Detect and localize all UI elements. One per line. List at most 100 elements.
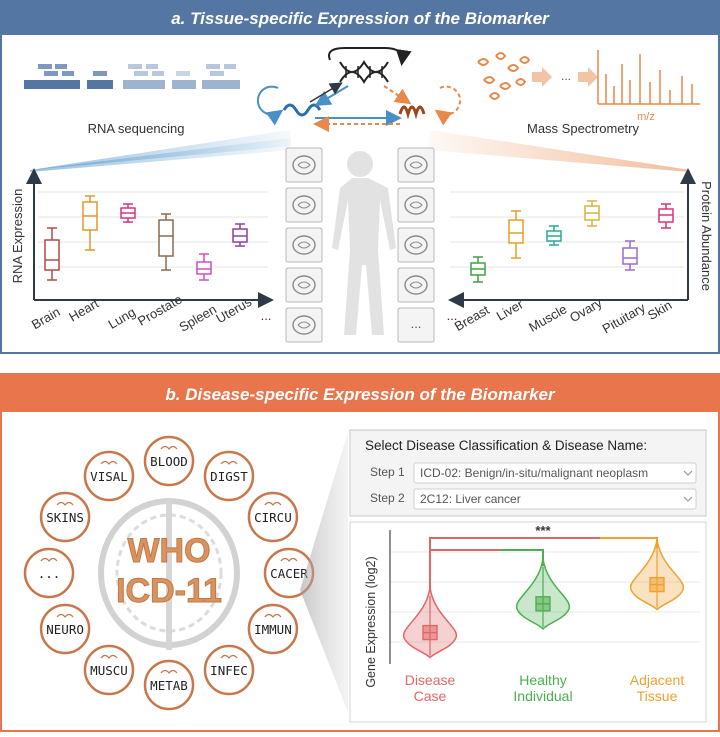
group-label-line2: Case: [414, 688, 447, 704]
who-text: WHO: [127, 532, 210, 570]
stomach-icon: [397, 187, 435, 223]
step1-dropdown[interactable]: ICD-02: Benign/in-situ/malignant neoplas…: [413, 462, 697, 484]
panel-b-title: b. Disease-specific Expression of the Bi…: [165, 385, 556, 404]
panel-a-title: a. Tissue-specific Expression of the Bio…: [171, 9, 550, 28]
rna-gridlines: [38, 191, 268, 268]
rna-sequencing-label: RNA sequencing: [88, 121, 185, 136]
icd-category-skins[interactable]: SKINS: [39, 491, 91, 543]
intestine-icon: [285, 227, 323, 263]
step2-value: 2C12: Liver cancer: [420, 492, 521, 506]
more-organs-tile: ...: [397, 307, 435, 343]
icd-category-visal[interactable]: VISAL: [83, 450, 135, 502]
icd-category-blood[interactable]: BLOOD: [143, 435, 195, 487]
boxplot-prostate: [158, 213, 174, 271]
disease-selector-panel: Select Disease Classification & Disease …: [349, 429, 707, 517]
brain-icon: [285, 147, 323, 183]
boxplot-brain: [44, 227, 60, 281]
icd-category-label: INFEC: [210, 663, 248, 678]
group-label-line2: Tissue: [637, 688, 678, 704]
protein-funnel: [428, 130, 690, 172]
icd-category-infec[interactable]: INFEC: [203, 644, 255, 696]
ms-ellipsis: ...: [561, 69, 571, 83]
more-organs-label: ...: [411, 316, 422, 331]
peptide-fragments-graphic: [477, 52, 531, 100]
icd-category-label: ...: [38, 566, 61, 581]
boxplot-pituitary: [622, 240, 638, 271]
rna-funnel-fill: [30, 130, 292, 172]
icd11-text: ICD-11: [116, 572, 222, 610]
boxplot-ovary: [584, 200, 600, 227]
boxplot-breast: [470, 256, 486, 283]
dna-icon: [328, 47, 412, 84]
group-label-line1: Adjacent: [630, 672, 685, 688]
icd-category-digst[interactable]: DIGST: [203, 450, 255, 502]
panel-b-header: [1, 374, 719, 412]
rna-icon: [256, 85, 322, 126]
group-label-line1: Disease: [405, 672, 456, 688]
group-label-line1: Healthy: [519, 672, 566, 688]
group-label-line2: Individual: [513, 688, 572, 704]
boxplot-muscle: [546, 225, 562, 246]
panel-b: b. Disease-specific Expression of the Bi…: [0, 373, 720, 732]
icd-category-cacer[interactable]: CACER: [263, 547, 315, 599]
boxplot-spleen: [196, 253, 212, 281]
box: [158, 219, 174, 257]
violin-disease: [402, 587, 458, 659]
boxplot-heart: [82, 195, 98, 251]
icd-category-muscu[interactable]: MUSCU: [83, 644, 135, 696]
chevron-down-icon: [683, 470, 693, 476]
violin-healthy: [515, 558, 571, 630]
panel-a: a. Tissue-specific Expression of the Bio…: [0, 0, 720, 354]
violins: [402, 537, 685, 659]
significance-marker: ***: [535, 523, 551, 538]
icd-category-label: MUSCU: [90, 663, 128, 678]
violin-ylabel: Gene Expression (log2): [364, 556, 378, 687]
icd-category-label: CACER: [270, 566, 308, 581]
icd-category-label: VISAL: [90, 469, 128, 484]
protein-ylabel: Protein Abundance: [699, 181, 714, 291]
boxplot-uterus: [232, 223, 248, 247]
icd-category-label: NEURO: [46, 622, 84, 637]
rna-ylabel: RNA Expression: [10, 189, 25, 284]
who-emblem: WHO ICD-11: [98, 498, 240, 650]
icd-category-more[interactable]: ...: [23, 547, 75, 599]
icd-category-label: METAB: [150, 678, 188, 693]
icd-category-immun[interactable]: IMMUN: [247, 603, 299, 655]
violin-gridlines: [390, 551, 700, 643]
ms-axis-label: m/z: [637, 111, 655, 123]
lung-icon: [397, 147, 435, 183]
uterus-icon: [397, 267, 435, 303]
human-body-silhouette: [332, 151, 396, 335]
liver-icon: [285, 187, 323, 223]
central-dogma-graphic: [256, 47, 462, 132]
boxplot-liver: [508, 210, 524, 259]
icd-category-neuro[interactable]: NEURO: [39, 603, 91, 655]
box: [44, 239, 60, 271]
chevron-down-icon: [683, 496, 693, 502]
icd-category-circu[interactable]: CIRCU: [247, 491, 299, 543]
organ-icons: ...: [285, 147, 435, 343]
callout-wedge: [300, 432, 348, 712]
step2-label: Step 2: [370, 491, 405, 505]
box: [622, 247, 638, 265]
protein-ellipsis: ...: [447, 308, 458, 323]
panel-a-header: [1, 1, 719, 35]
mass-spectrum: [597, 50, 700, 105]
boxplot-lung: [120, 203, 136, 223]
step1-label: Step 1: [370, 465, 405, 479]
rna-boxplots: [44, 195, 248, 281]
selector-title: Select Disease Classification & Disease …: [365, 438, 647, 453]
fragment-arrows: [532, 67, 598, 87]
icd-category-metab[interactable]: METAB: [143, 659, 195, 711]
muscle-icon: [285, 307, 323, 343]
protein-boxplots: [470, 200, 674, 283]
step2-dropdown[interactable]: 2C12: Liver cancer: [413, 488, 697, 510]
icd-category-label: BLOOD: [150, 454, 188, 469]
mass-spectrometry-label: Mass Spectrometry: [527, 121, 639, 136]
prostate-icon: [285, 267, 323, 303]
box: [196, 261, 212, 275]
